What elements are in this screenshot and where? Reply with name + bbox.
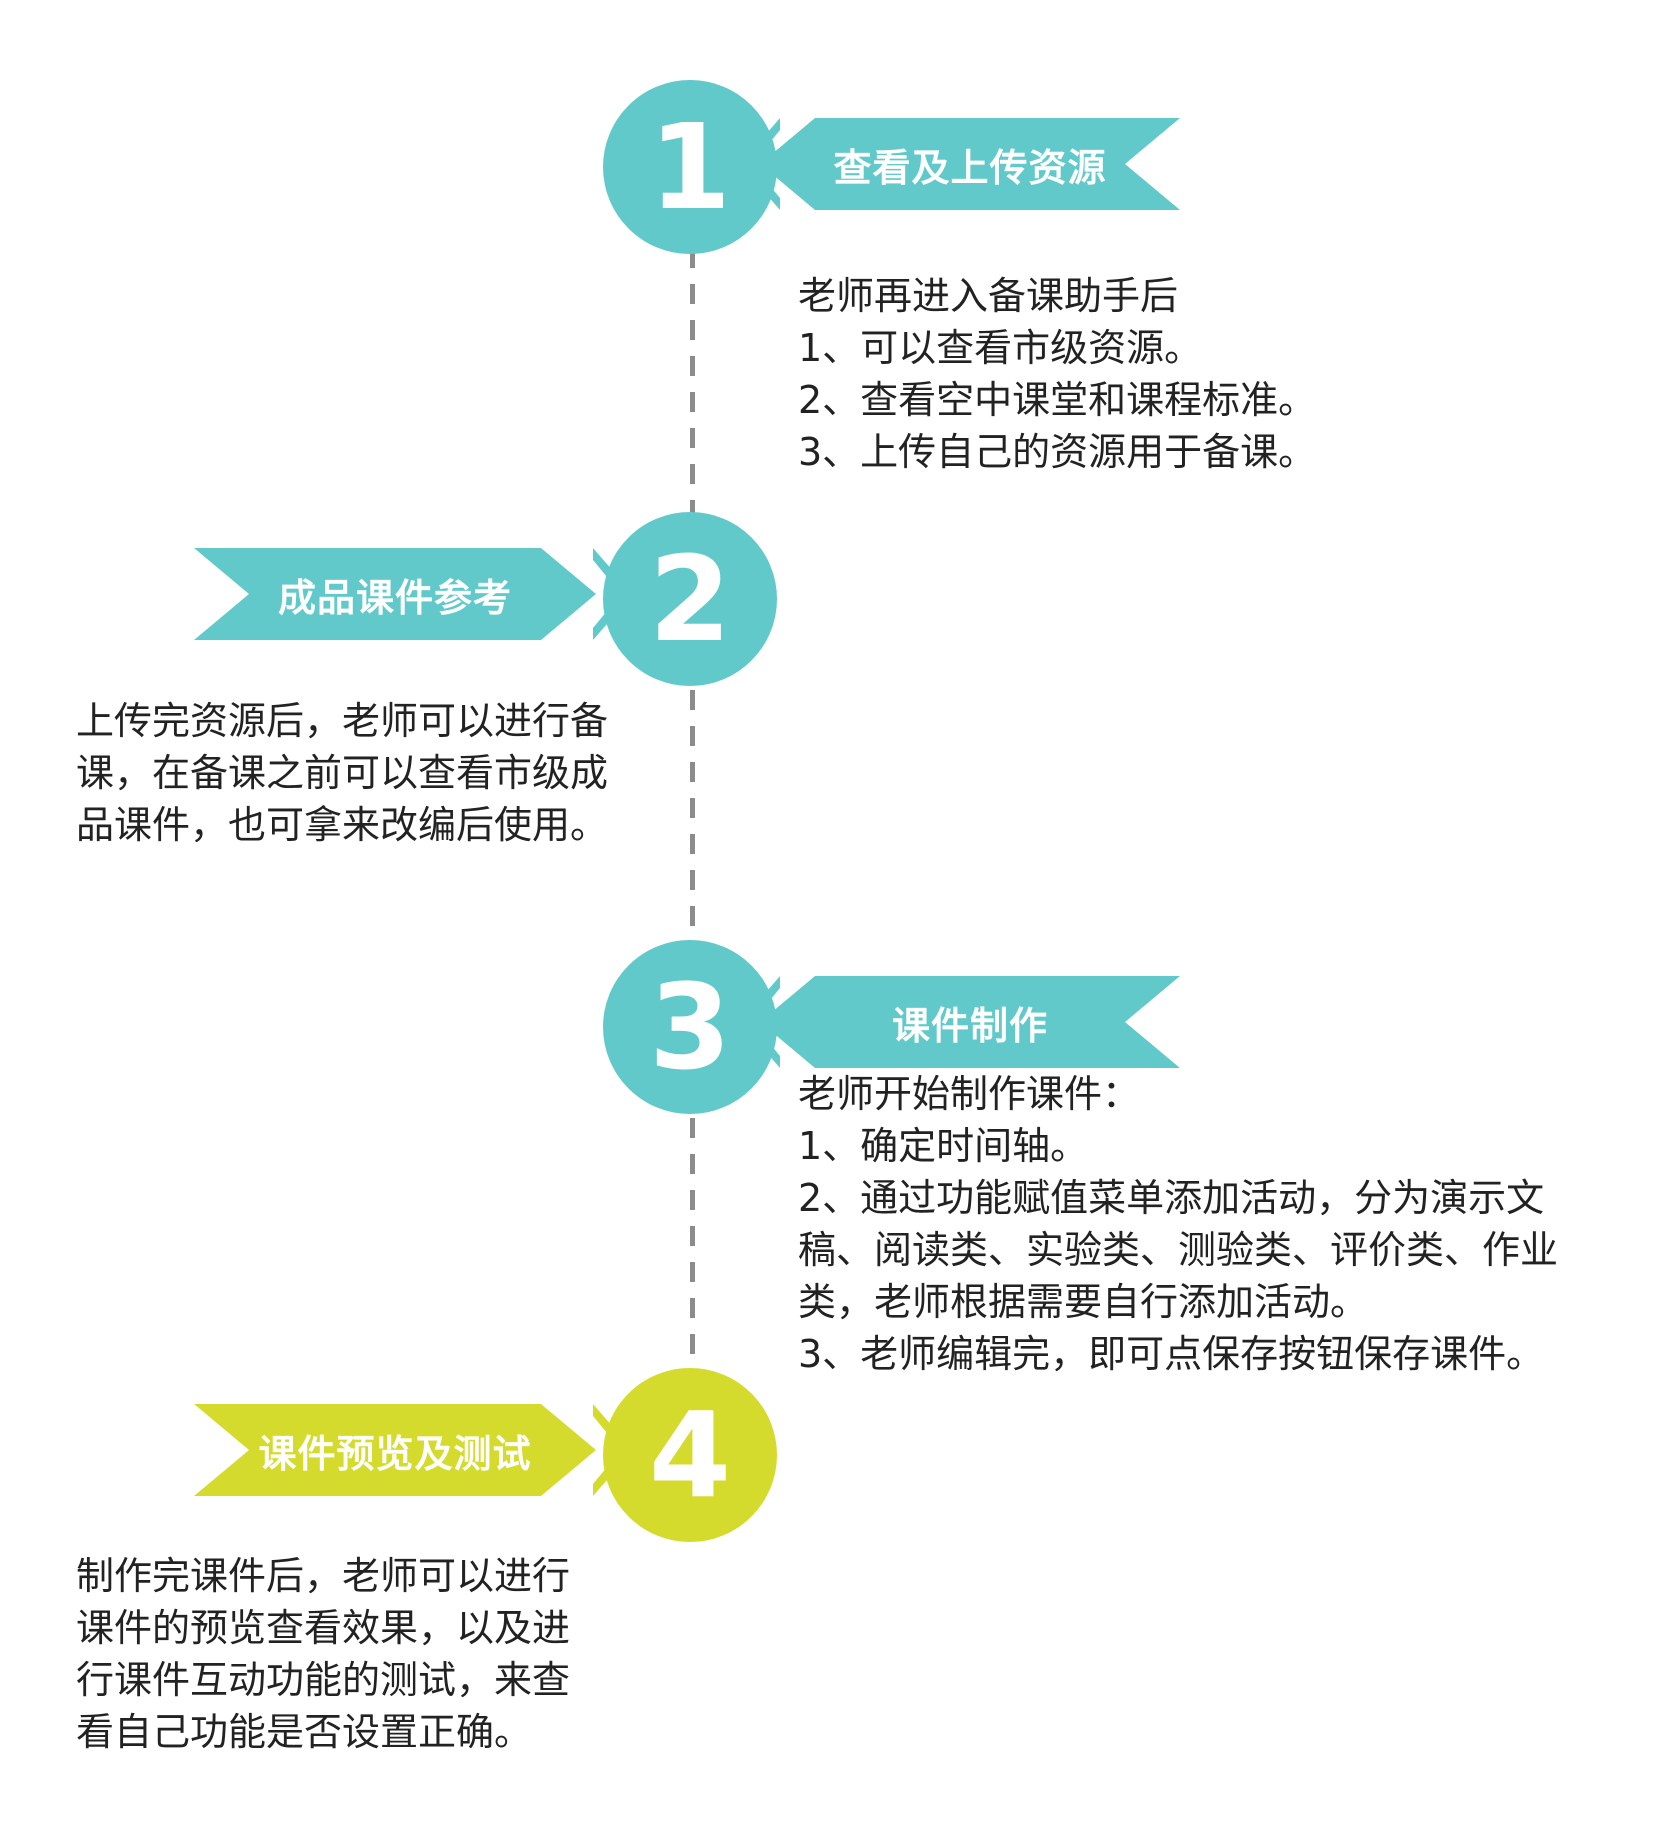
connector-line-2-3 (690, 690, 695, 958)
step-3-description: 老师开始制作课件： 1、确定时间轴。 2、通过功能赋值菜单添加活动，分为演示文 … (798, 1072, 1559, 1376)
step-3-chevron-icon (740, 976, 780, 1068)
step-2-circle: 2 (603, 512, 777, 686)
connector-line-3-4 (690, 1118, 695, 1368)
step-4-chevron-icon (593, 1404, 633, 1496)
step-4-number: 4 (648, 1386, 732, 1524)
connector-line-1-2 (690, 248, 695, 518)
step-2-chevron-icon (593, 548, 633, 640)
step-1-title: 查看及上传资源 (833, 145, 1107, 190)
step-3-number: 3 (648, 958, 732, 1096)
step-3-banner: 课件制作 (760, 976, 1180, 1068)
step-4-circle: 4 (603, 1368, 777, 1542)
step-3-circle: 3 (603, 940, 777, 1114)
step-2-number: 2 (648, 530, 732, 668)
step-4-banner: 课件预览及测试 (194, 1404, 596, 1496)
step-2-banner: 成品课件参考 (194, 548, 596, 640)
step-1-chevron-icon (740, 118, 780, 210)
step-2-description: 上传完资源后，老师可以进行备 课，在备课之前可以查看市级成 品课件，也可拿来改编… (76, 699, 609, 847)
step-2-title: 成品课件参考 (277, 575, 512, 620)
step-4-title: 课件预览及测试 (258, 1431, 532, 1476)
step-3-title: 课件制作 (891, 1003, 1048, 1048)
step-1-number: 1 (648, 98, 732, 236)
step-1-description: 老师再进入备课助手后 1、可以查看市级资源。 2、查看空中课堂和课程标准。 3、… (798, 274, 1317, 474)
step-1-banner: 查看及上传资源 (760, 118, 1180, 210)
step-4-description: 制作完课件后，老师可以进行 课件的预览查看效果，以及进 行课件互动功能的测试，来… (76, 1554, 571, 1754)
